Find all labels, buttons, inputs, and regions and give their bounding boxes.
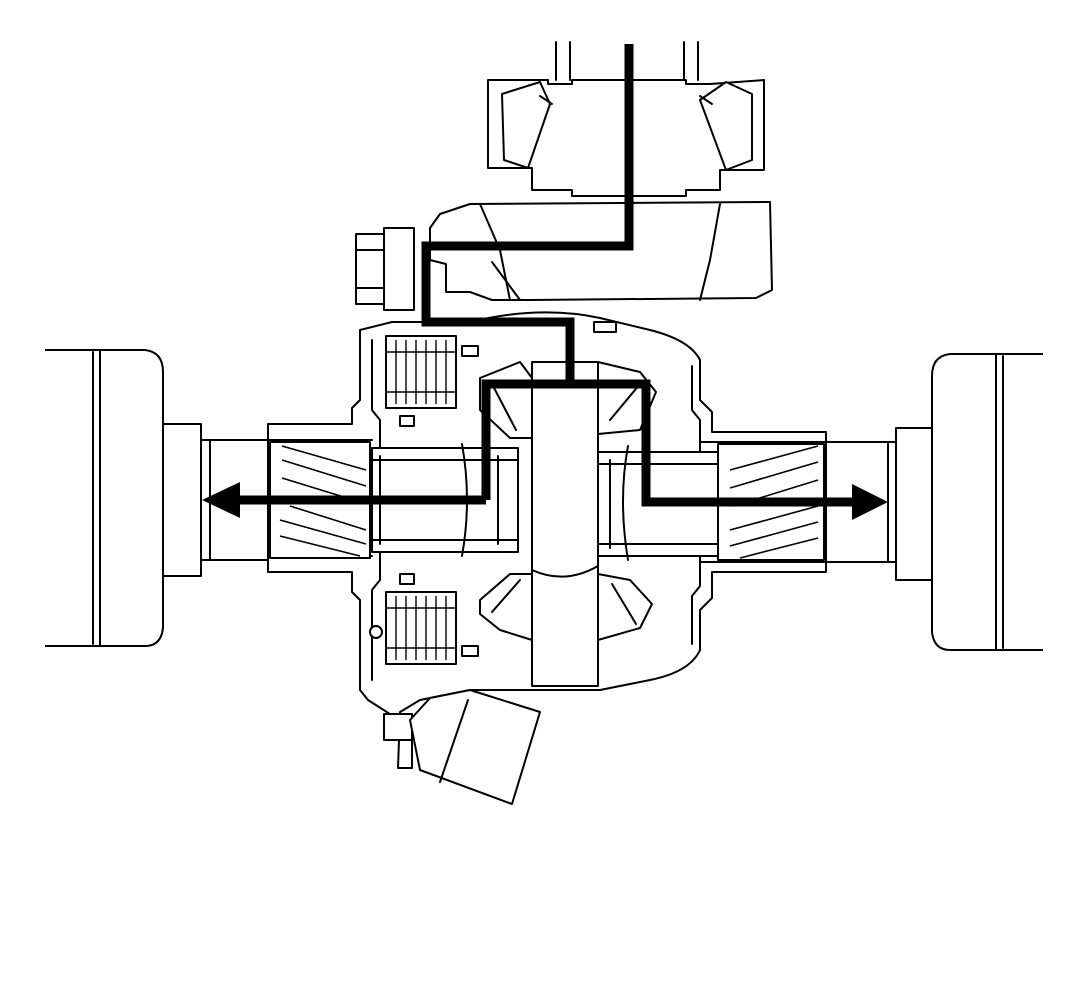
left-axle-flange — [45, 349, 164, 647]
lower-clutch-pack — [385, 591, 457, 665]
power-flow-path — [232, 44, 862, 507]
left-arrowhead-icon — [202, 482, 240, 518]
input-pinion-shaft — [555, 41, 699, 81]
center-cross-shaft — [531, 361, 599, 687]
lower-bolt — [383, 713, 413, 741]
seals — [369, 321, 617, 657]
right-arrowhead-icon — [852, 484, 888, 520]
ring-gear-upper — [429, 201, 773, 301]
ring-gear-lower — [409, 689, 541, 805]
right-axle-flange — [931, 353, 1043, 651]
lower-left-bevel-gear — [479, 573, 533, 641]
upper-clutch-pack — [385, 335, 457, 409]
lower-right-bevel-gear — [597, 573, 653, 641]
flange-bolt — [355, 227, 415, 311]
